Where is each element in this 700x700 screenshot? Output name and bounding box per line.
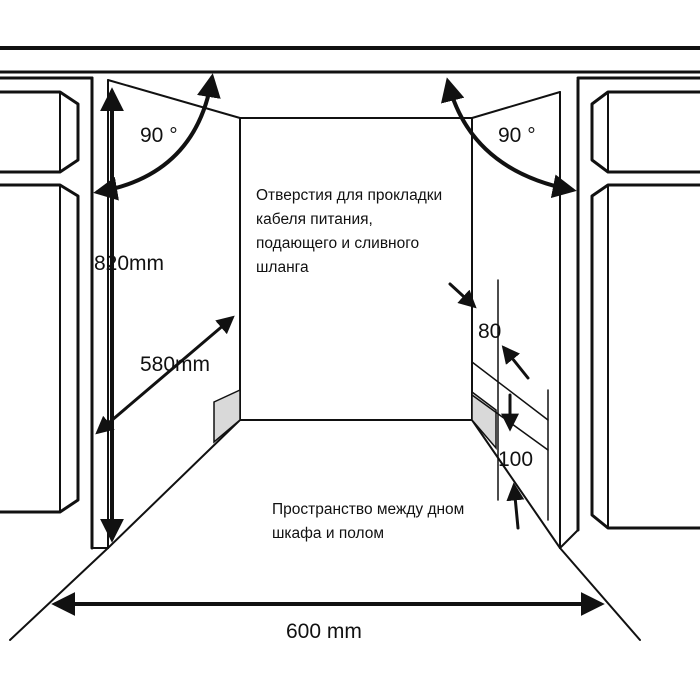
note-line: Пространство между дном — [272, 501, 464, 518]
cable-holes-note: Отверстия для прокладки кабеля питания, … — [256, 187, 442, 276]
note-line: шланга — [256, 259, 309, 276]
offset-top-arrow-upper — [448, 282, 477, 309]
angle-right-label: 90 ° — [498, 124, 536, 147]
height-label: 820mm — [94, 252, 164, 275]
dimension-lines — [51, 87, 605, 616]
depth-label: 580mm — [140, 353, 210, 376]
left-shaded-panel — [213, 388, 241, 444]
offset-top-arrow-lower — [501, 345, 530, 380]
right-shaded-panel — [471, 390, 497, 451]
note-line: шкафа и полом — [272, 525, 384, 542]
offset-top-label: 80 — [478, 320, 501, 343]
floor-gap-note: Пространство между дном шкафа и полом — [272, 501, 464, 542]
note-line: кабеля питания, — [256, 211, 373, 228]
depth-dimension-line — [95, 315, 235, 435]
note-line: подающего и сливного — [256, 235, 419, 252]
angle-left-label: 90 ° — [140, 124, 178, 147]
offset-bottom-label: 100 — [498, 448, 533, 471]
niche-walls — [107, 79, 561, 549]
right-cabinet — [559, 76, 700, 549]
left-cabinet — [0, 76, 109, 550]
countertop — [0, 46, 700, 74]
note-line: Отверстия для прокладки — [256, 187, 442, 204]
right-door-arc — [441, 77, 577, 199]
width-label: 600 mm — [286, 620, 362, 643]
offset-bottom-arrow-lower — [506, 482, 525, 530]
